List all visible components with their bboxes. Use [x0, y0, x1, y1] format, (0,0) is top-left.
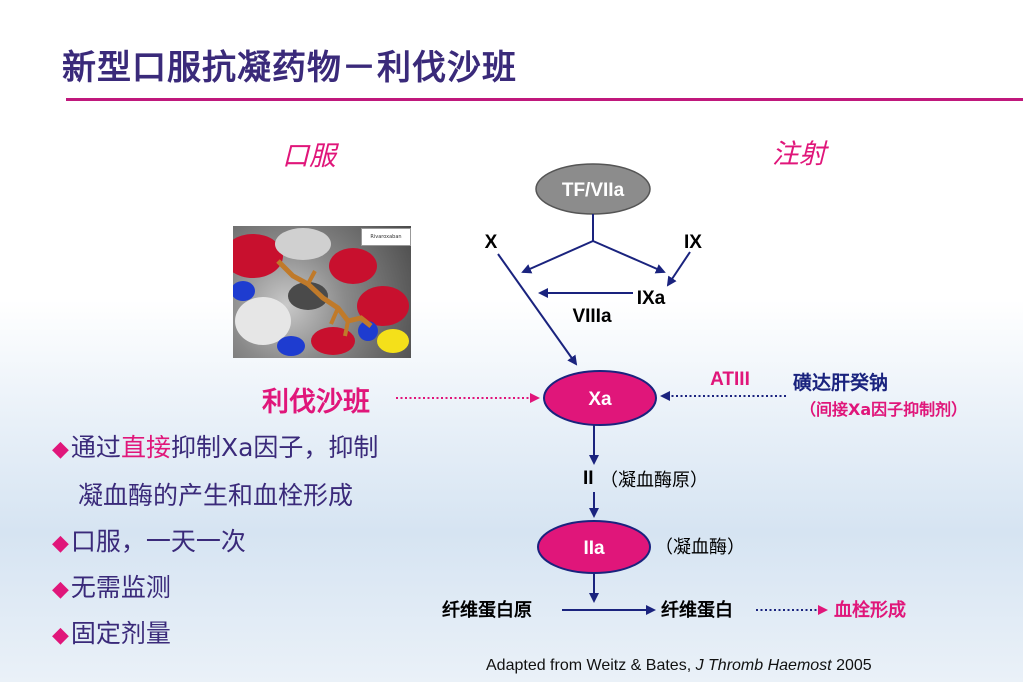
xa-label: Xa: [588, 389, 612, 410]
injection-label: 注射: [772, 139, 826, 170]
thrombin-label: （凝血酶）: [655, 537, 745, 558]
page-title: 新型口服抗凝药物－利伐沙班: [62, 48, 517, 88]
tf-viia-label: TF/VIIa: [562, 180, 625, 201]
list-item: ◆口服，一天一次: [52, 527, 246, 556]
arrow-tf-to-left: [521, 240, 594, 274]
list-item: ◆无需监测: [52, 573, 171, 602]
drug-name-label: 利伐沙班: [262, 387, 370, 418]
factor-viiia-label: VIIIa: [572, 306, 612, 327]
arrow-x-to-xa: [497, 253, 578, 366]
atiii-label: ATIII: [710, 369, 750, 390]
oral-label: 口服: [282, 141, 336, 172]
factor-x-label: X: [485, 232, 498, 253]
title-divider: [66, 98, 1023, 101]
molecule-structure-image: [233, 226, 411, 358]
diamond-bullet-icon: ◆: [52, 577, 69, 602]
iia-label: IIa: [583, 538, 605, 559]
list-item: ◆固定剂量: [52, 619, 171, 648]
arrow-tf-to-right: [592, 240, 666, 274]
highlight-text: 直接: [120, 433, 171, 462]
diamond-bullet-icon: ◆: [52, 437, 69, 462]
fibrinogen-label: 纤维蛋白原: [442, 599, 532, 621]
factor-ii-label: II: [583, 468, 594, 489]
list-item: ◆通过直接抑制Xa因子，抑制: [52, 433, 379, 462]
xa-node: [543, 370, 657, 426]
diamond-bullet-icon: ◆: [52, 623, 69, 648]
molecule-inset-label: Rivaroxaban: [361, 228, 411, 246]
factor-ixa-label: IXa: [637, 288, 666, 309]
citation: Adapted from Weitz & Bates, J Thromb Hae…: [486, 657, 872, 674]
diamond-bullet-icon: ◆: [52, 531, 69, 556]
arrow-ix-to-ixa: [666, 251, 691, 287]
thrombus-label: 血栓形成: [834, 599, 906, 621]
fondaparinux-subtitle: （间接Xa因子抑制剂）: [800, 400, 967, 419]
factor-ix-label: IX: [684, 232, 702, 253]
list-item-continuation: 凝血酶的产生和血栓形成: [78, 481, 354, 510]
prothrombin-label: （凝血酶原）: [600, 470, 708, 491]
fibrin-label: 纤维蛋白: [661, 599, 733, 621]
fondaparinux-label: 磺达肝癸钠: [793, 371, 888, 394]
